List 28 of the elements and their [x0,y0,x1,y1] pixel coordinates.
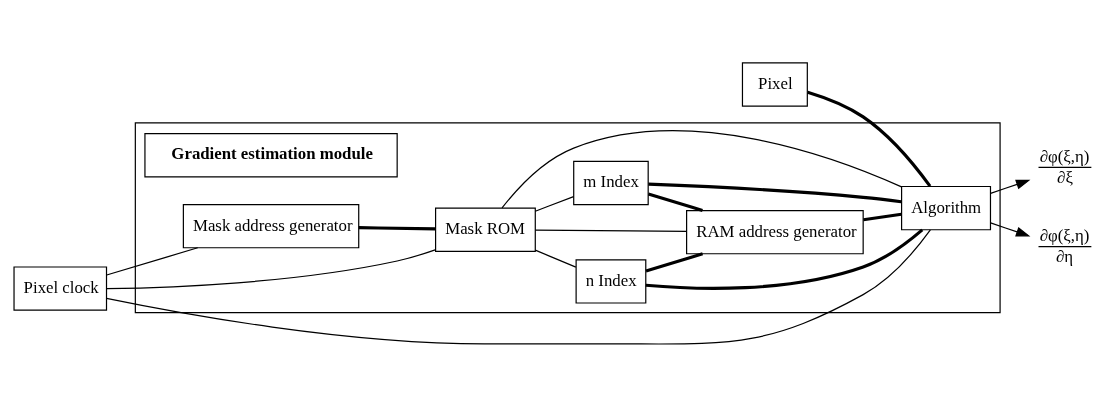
connector [863,212,902,221]
node-box: Algorithm [901,185,992,230]
connector [358,225,436,230]
node-box: Mask address generator [182,203,360,248]
connector [106,228,931,345]
connector [647,191,703,212]
connector [648,182,902,203]
node-box: Mask ROM [435,207,536,252]
node-box: Pixel clock [13,265,108,311]
connector [534,229,687,232]
arrow [990,221,1031,237]
node-box: n Index [575,258,647,304]
connector [645,228,924,290]
connector [501,129,903,208]
cluster [134,121,1001,313]
node-box: Pixel [741,61,808,107]
connector [534,249,577,268]
node-box: Gradient estimation module [144,132,398,177]
node-box: RAM address generator [686,209,864,254]
connector [105,248,436,289]
node-box: m Index [573,160,649,205]
connector [534,195,575,212]
node-text: ∂φ(ξ,η) ∂ξ [1039,146,1090,187]
arrow [990,179,1031,194]
connector [807,90,932,187]
connector [106,246,199,276]
connector [645,251,704,273]
node-text: ∂φ(ξ,η) ∂η [1039,225,1090,266]
